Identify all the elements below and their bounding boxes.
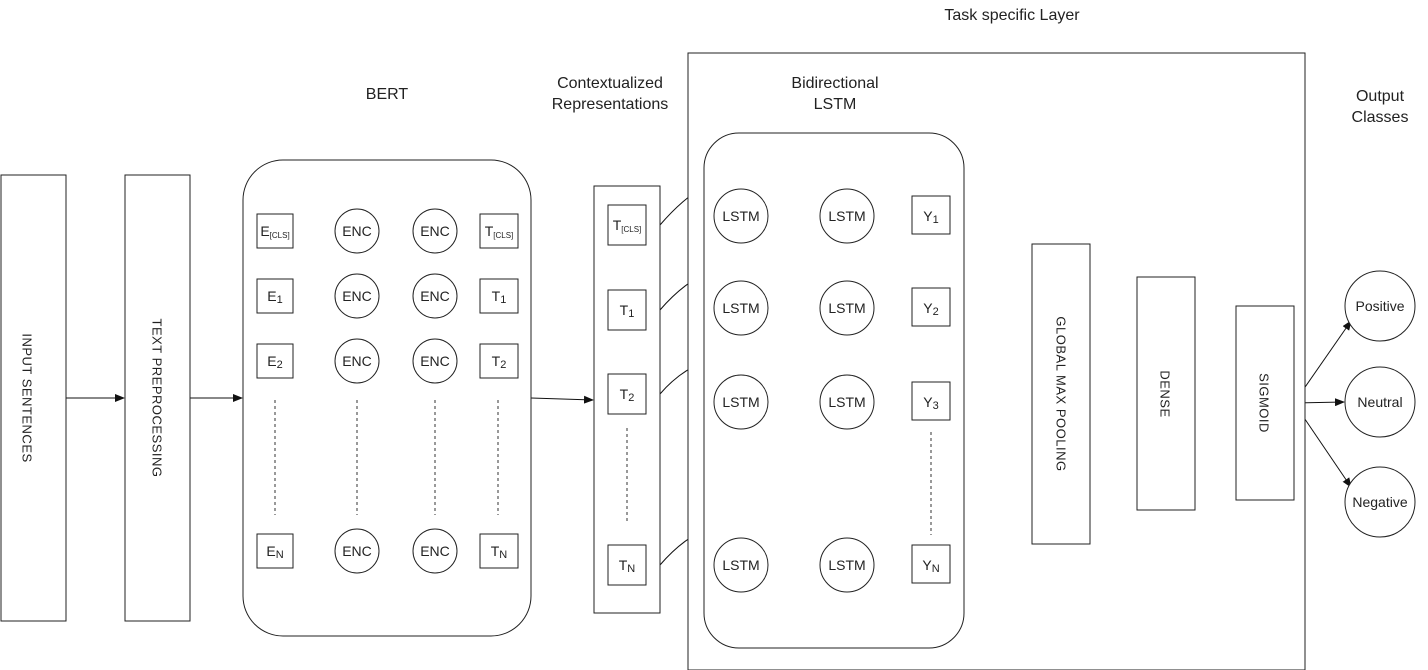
- bert-output-label: T1: [492, 288, 507, 306]
- forward-lstm-cell: [713, 374, 769, 430]
- lstm-label: LSTM: [828, 394, 865, 410]
- embedding-box: [256, 343, 294, 379]
- lstm-output-box: [911, 287, 951, 327]
- embedding-box: [256, 278, 294, 314]
- class-neutral-label: Neutral: [1357, 394, 1402, 410]
- backward-lstm-cell: [819, 374, 875, 430]
- bert-output-box: [479, 533, 519, 569]
- class-negative-node: [1344, 466, 1416, 538]
- bert-output-label: TN: [491, 543, 508, 561]
- encoder-node: [412, 338, 458, 384]
- forward-lstm-cell: [713, 537, 769, 593]
- output-classes-label-line1: Output: [1356, 88, 1405, 105]
- context-token-box: [607, 289, 647, 331]
- encoder-label: ENC: [420, 353, 450, 369]
- text-preprocessing-label: TEXT PREPROCESSING: [150, 318, 165, 477]
- embedding-box: [256, 533, 294, 569]
- encoder-node: [412, 208, 458, 254]
- bert-output-box: [479, 213, 519, 249]
- encoder-node: [334, 528, 380, 574]
- backward-lstm-cell: [819, 188, 875, 244]
- input-sentences-box: [0, 174, 67, 622]
- lstm-label: LSTM: [722, 394, 759, 410]
- global-max-pooling-label: GLOBAL MAX POOLING: [1054, 316, 1069, 471]
- context-token-box: [607, 373, 647, 415]
- class-positive-node: [1344, 270, 1416, 342]
- context-token-label: T1: [620, 302, 635, 320]
- class-positive-label: Positive: [1355, 298, 1404, 314]
- embedding-box: [256, 213, 294, 249]
- bilstm-label-line2: LSTM: [814, 96, 857, 113]
- embedding-label: EN: [266, 543, 283, 561]
- lstm-label: LSTM: [828, 208, 865, 224]
- encoder-node: [334, 208, 380, 254]
- bilstm-label-line1: Bidirectional: [791, 75, 878, 92]
- encoder-node: [412, 528, 458, 574]
- shape-layer: [0, 52, 1416, 670]
- backward-lstm-cell: [819, 280, 875, 336]
- sigmoid-label: SIGMOID: [1257, 373, 1272, 433]
- lstm-label: LSTM: [722, 208, 759, 224]
- dense-label: DENSE: [1158, 370, 1173, 417]
- dense-box: [1136, 276, 1196, 511]
- context-token-label: T[CLS]: [613, 217, 642, 234]
- global-max-pooling-box: [1031, 243, 1091, 545]
- contextualized-label-line2: Representations: [552, 96, 669, 113]
- embedding-label: E1: [267, 288, 282, 306]
- task-specific-layer-label: Task specific Layer: [944, 7, 1080, 24]
- lstm-output-label: Y3: [923, 394, 938, 412]
- lstm-output-box: [911, 381, 951, 421]
- encoder-label: ENC: [420, 543, 450, 559]
- context-token-label: T2: [620, 386, 635, 404]
- lstm-output-label: YN: [922, 557, 939, 575]
- encoder-label: ENC: [342, 353, 372, 369]
- lstm-output-box: [911, 195, 951, 235]
- encoder-node: [412, 273, 458, 319]
- forward-lstm-cell: [713, 280, 769, 336]
- bert-output-box: [479, 278, 519, 314]
- class-neutral-node: [1344, 366, 1416, 438]
- bert-output-label: T2: [492, 353, 507, 371]
- lstm-label: LSTM: [722, 300, 759, 316]
- lstm-label: LSTM: [722, 557, 759, 573]
- lstm-output-label: Y1: [923, 208, 938, 226]
- text-preprocessing-box: [124, 174, 191, 622]
- contextualized-label-line1: Contextualized: [557, 75, 663, 92]
- output-classes-label-line2: Classes: [1352, 109, 1409, 126]
- bert-label: BERT: [366, 86, 409, 103]
- encoder-node: [334, 273, 380, 319]
- context-token-box: [607, 544, 647, 586]
- bert-output-box: [479, 343, 519, 379]
- encoder-label: ENC: [342, 543, 372, 559]
- context-token-box: [607, 204, 647, 246]
- bert-to-context-arrow: [530, 395, 594, 404]
- sigmoid-box: [1235, 305, 1295, 501]
- encoder-label: ENC: [342, 223, 372, 239]
- lstm-output-label: Y2: [923, 300, 938, 318]
- lstm-label: LSTM: [828, 557, 865, 573]
- bert-output-label: T[CLS]: [485, 223, 514, 240]
- encoder-label: ENC: [342, 288, 372, 304]
- embedding-label: E2: [267, 353, 282, 371]
- input-sentences-label: INPUT SENTENCES: [20, 333, 35, 462]
- lstm-output-box: [911, 544, 951, 584]
- text-layer: Task specific Layer BERT Contextualized …: [20, 7, 1409, 575]
- encoder-node: [334, 338, 380, 384]
- embedding-label: E[CLS]: [260, 223, 289, 240]
- context-token-label: TN: [619, 557, 636, 575]
- backward-lstm-cell: [819, 537, 875, 593]
- class-negative-label: Negative: [1352, 494, 1407, 510]
- bert-container: [242, 159, 532, 637]
- forward-lstm-cell: [713, 188, 769, 244]
- lstm-label: LSTM: [828, 300, 865, 316]
- encoder-label: ENC: [420, 223, 450, 239]
- encoder-label: ENC: [420, 288, 450, 304]
